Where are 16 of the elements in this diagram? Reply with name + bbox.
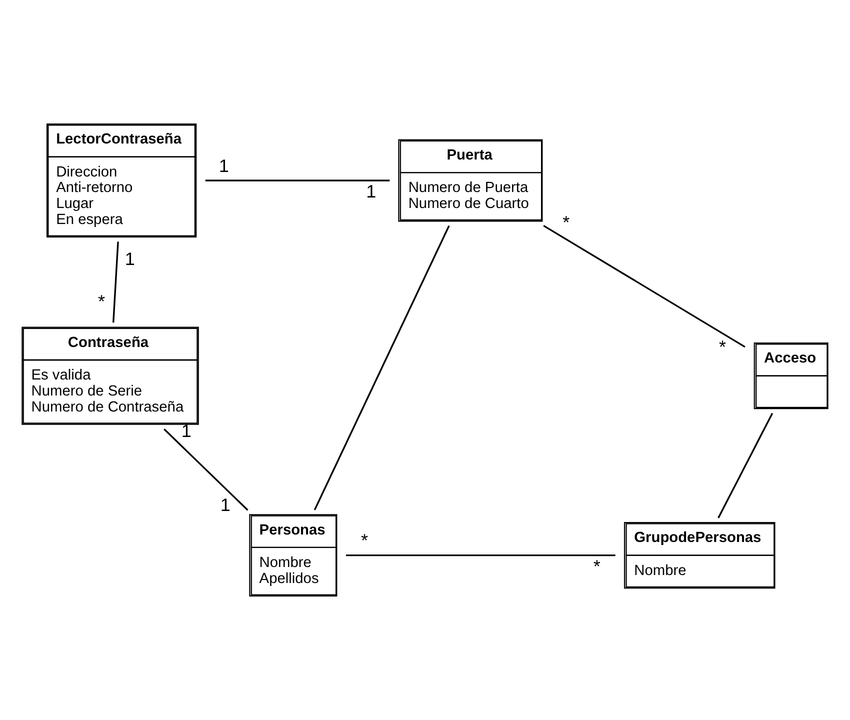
label: * <box>593 556 600 577</box>
connector <box>346 554 616 556</box>
label: * <box>98 292 106 312</box>
connector <box>718 412 774 518</box>
label: 1 <box>220 494 230 515</box>
label: * <box>718 336 726 357</box>
connector <box>314 225 450 510</box>
label: * <box>562 212 570 232</box>
connector <box>112 242 119 323</box>
connector <box>543 224 746 348</box>
connector <box>164 428 248 511</box>
connector <box>205 180 390 182</box>
label: * <box>360 530 368 551</box>
label: 1 <box>218 156 229 176</box>
label: 1 <box>366 182 376 202</box>
label: 1 <box>124 249 135 270</box>
